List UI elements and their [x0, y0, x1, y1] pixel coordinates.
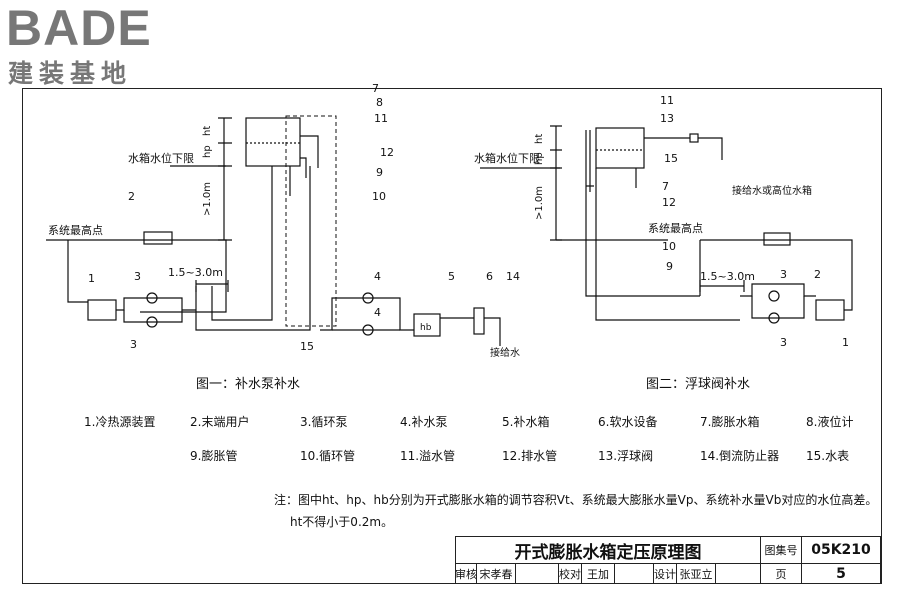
design-label: 设计: [653, 563, 677, 584]
legend-item: 2.末端用户: [190, 414, 249, 429]
fig1-ht: ht: [202, 126, 213, 136]
legend-item: 11.溢水管: [400, 448, 455, 463]
legend-item: 12.排水管: [502, 448, 557, 463]
legend-item: 15.水表: [806, 449, 849, 463]
note-line-2: ht不得小于0.2m。: [290, 514, 393, 529]
fig2-num-2: 2: [814, 268, 821, 281]
note-line-1: 注：图中ht、hp、hb分别为开式膨胀水箱的调节容积Vt、系统最大膨胀水量Vp、…: [274, 492, 877, 507]
check-label: 校对: [558, 563, 582, 584]
fig1-level-label: 水箱水位下限: [128, 151, 194, 165]
reviewer-name: 宋孝春: [476, 563, 516, 584]
end-user-2: [763, 232, 791, 246]
fig2-num-10: 10: [662, 240, 676, 253]
fig1-num-2: 2: [128, 190, 135, 203]
fig2-hp: hp: [534, 152, 545, 165]
fig1-part-numbers: 7 8 11 12 9 10 2 1 3 3 4 4 5 6 14 15: [88, 82, 520, 353]
review-label: 审核: [455, 563, 477, 584]
fig2-num-13: 13: [660, 112, 674, 125]
checker-name: 王加: [581, 563, 615, 584]
fig1-hp: hp: [202, 145, 213, 158]
fig1-num-7: 7: [372, 82, 379, 95]
atlas-label: 图集号: [760, 536, 802, 564]
fig2-range: 1.5~3.0m: [700, 270, 755, 283]
legend-item: 8.液位计: [806, 414, 853, 429]
legend-item: 1.冷热源装置: [84, 415, 155, 429]
fig1-num-12: 12: [380, 146, 394, 159]
end-user-1: [143, 231, 173, 245]
legend-item: 14.倒流防止器: [700, 448, 779, 463]
fig2-num-9: 9: [666, 260, 673, 273]
brand-subtitle: 建装基地: [8, 59, 133, 88]
fig1-num-3b: 3: [130, 338, 137, 351]
fig2-num-3b: 3: [780, 336, 787, 349]
fig1-hb: hb: [420, 323, 432, 333]
legend-item: 4.补水泵: [400, 415, 447, 429]
legend-item: 3.循环泵: [300, 415, 347, 429]
softener: [473, 307, 485, 335]
fig1-num-10: 10: [372, 190, 386, 203]
fig2-part-numbers: 11 13 15 7 12 10 9 2 3 3 1: [660, 94, 849, 349]
fig2-caption: 图二：浮球阀补水: [646, 377, 750, 392]
fig2-num-11: 11: [660, 94, 674, 107]
designer-signature: [715, 563, 761, 584]
fig2-height: >1.0m: [534, 186, 545, 220]
fig1-num-9: 9: [376, 166, 383, 179]
heat-source-1: [87, 299, 117, 321]
fig2-num-7: 7: [662, 180, 669, 193]
makeup-tank: [413, 313, 441, 337]
fig1-num-8: 8: [376, 96, 383, 109]
fig2-num-1: 1: [842, 336, 849, 349]
page-number: 5: [801, 563, 881, 584]
expansion-tank-2: [595, 127, 645, 169]
fig1-num-11: 11: [374, 112, 388, 125]
fig2-level-label: 水箱水位下限: [474, 151, 540, 165]
legend-item: 10.循环管: [300, 448, 355, 463]
fig1-supply: 接给水: [490, 346, 520, 359]
fig2-supply: 接给水或高位水箱: [732, 184, 812, 197]
fig2-num-12: 12: [662, 196, 676, 209]
fig2-num-15: 15: [664, 152, 678, 165]
fig2-highest-point-label: 系统最高点: [648, 221, 703, 235]
fig1-num-1: 1: [88, 272, 95, 285]
expansion-tank-1: [245, 117, 301, 167]
legend-item: 6.软水设备: [598, 415, 657, 429]
fig1-num-14: 14: [506, 270, 520, 283]
legend-item: 9.膨胀管: [190, 448, 237, 463]
fig1-height: >1.0m: [202, 182, 213, 216]
fig1-caption: 图一：补水泵补水: [196, 377, 300, 392]
legend-item: 7.膨胀水箱: [700, 414, 759, 429]
fig1-num-4a: 4: [374, 270, 381, 283]
legend-item: 5.补水箱: [502, 414, 549, 429]
page-label: 页: [760, 563, 802, 584]
fig1-num-3a: 3: [134, 270, 141, 283]
reviewer-signature: [515, 563, 559, 584]
designer-name: 张亚立: [676, 563, 716, 584]
legend: 1.冷热源装置 2.末端用户 3.循环泵 4.补水泵 5.补水箱 6.软水设备 …: [84, 414, 853, 463]
heat-source-2: [815, 299, 845, 321]
checker-signature: [614, 563, 654, 584]
fig1-num-5: 5: [448, 270, 455, 283]
legend-item: 13.浮球阀: [598, 449, 653, 463]
atlas-number: 05K210: [801, 536, 881, 564]
fig1-range: 1.5~3.0m: [168, 266, 223, 279]
brand-logo: BADE: [6, 0, 152, 56]
fig1-num-15: 15: [300, 340, 314, 353]
fig2-num-3a: 3: [780, 268, 787, 281]
drawing-frame: [22, 88, 882, 584]
fig2-ht: ht: [534, 134, 545, 144]
fig1-highest-point-label: 系统最高点: [48, 223, 103, 237]
title-block: 开式膨胀水箱定压原理图 图集号 05K210 审核 宋孝春 校对 王加 设计 张…: [455, 536, 881, 584]
drawing-title: 开式膨胀水箱定压原理图: [455, 536, 761, 564]
fig1-num-4b: 4: [374, 306, 381, 319]
fig1-num-6: 6: [486, 270, 493, 283]
